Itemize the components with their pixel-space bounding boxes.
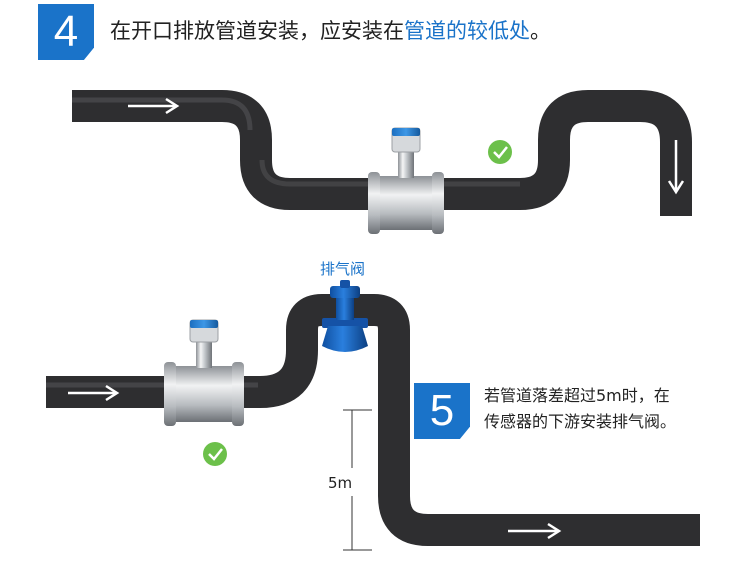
check-icon [488,140,512,164]
arrow-right-icon [128,97,180,115]
step-5-number: 5 [429,386,455,435]
step-5-badge: 5 [414,383,470,439]
flowmeter-icon [164,319,244,426]
height-dimension-line [343,409,372,551]
step-5-line-1: 若管道落差超过5m时，在 [484,386,670,405]
step-4-highlight: 管道的较低处 [404,19,530,43]
step-5-note: 若管道落差超过5m时，在 传感器的下游安装排气阀。 [484,383,724,435]
step-4-suffix: 。 [530,19,551,43]
check-icon [203,442,227,466]
drop-height-label: 5m [328,474,353,492]
step-4-number: 4 [53,7,79,56]
step-4-heading: 在开口排放管道安装，应安装在管道的较低处。 [110,15,551,45]
arrow-right-icon [508,522,562,540]
arrow-down-icon [667,140,685,195]
exhaust-valve-icon [322,280,368,352]
step-4-badge: 4 [38,4,94,60]
exhaust-valve-label: 排气阀 [320,260,366,278]
arrow-right-icon [68,384,120,402]
step-4-text: 在开口排放管道安装，应安装在 [110,19,404,43]
step-5-line-2: 传感器的下游安装排气阀。 [484,412,677,431]
flowmeter-icon [368,127,444,234]
top-pipeline [72,90,692,216]
